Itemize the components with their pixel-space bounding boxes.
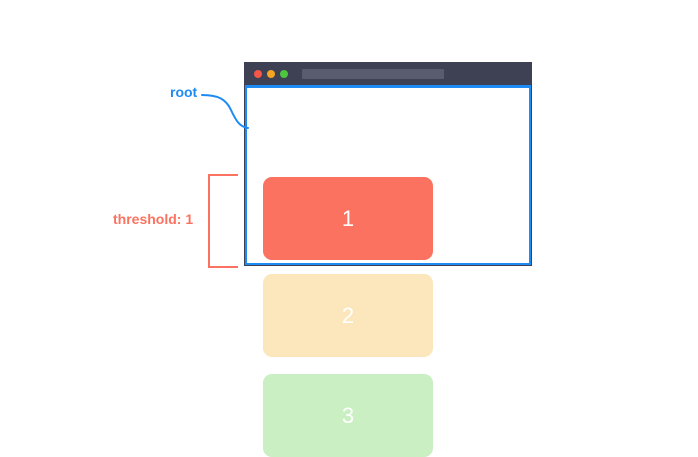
close-icon[interactable] bbox=[254, 70, 262, 78]
target-box-2[interactable]: 2 bbox=[263, 274, 433, 357]
maximize-icon[interactable] bbox=[280, 70, 288, 78]
minimize-icon[interactable] bbox=[267, 70, 275, 78]
bracket-icon bbox=[208, 174, 238, 268]
target-box-3[interactable]: 3 bbox=[263, 374, 433, 457]
root-label: root bbox=[170, 84, 198, 100]
address-bar-input[interactable] bbox=[302, 69, 444, 79]
threshold-label: threshold: 1 bbox=[113, 211, 194, 227]
diagram-canvas: 1 2 3 root threshold: 1 bbox=[113, 62, 532, 457]
browser-titlebar bbox=[244, 62, 532, 85]
root-connector-icon bbox=[201, 94, 249, 129]
target-box-1[interactable]: 1 bbox=[263, 177, 433, 260]
